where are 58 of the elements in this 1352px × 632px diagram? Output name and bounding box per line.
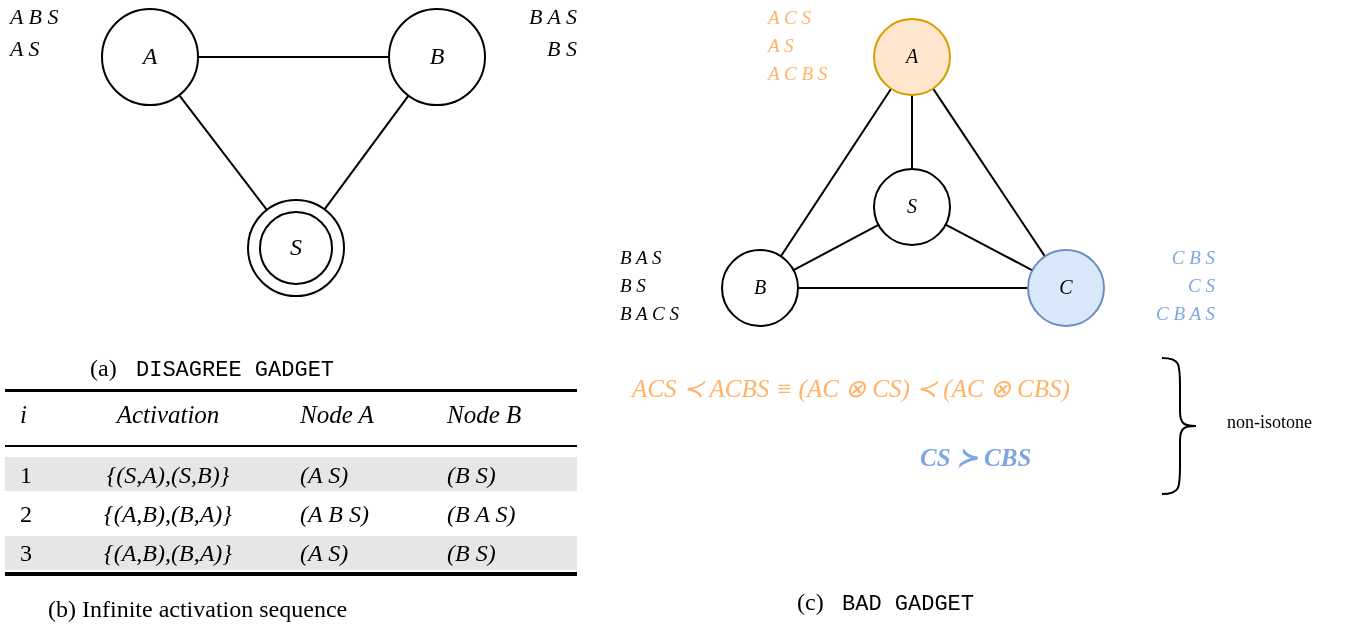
node-label: A bbox=[140, 42, 159, 70]
path-preference-label: A S bbox=[768, 36, 794, 55]
table-cell-text: (B A S) bbox=[447, 500, 516, 529]
edge-line bbox=[932, 87, 1046, 258]
path-preference-label: A C B S bbox=[768, 64, 828, 83]
path-preference-label: A S bbox=[10, 38, 40, 60]
path-preference-label: B S bbox=[620, 276, 646, 295]
table-header: Activation bbox=[114, 400, 221, 430]
caption-label: (a) bbox=[90, 355, 117, 382]
node-label: A bbox=[904, 45, 920, 68]
path-preference-label: B S bbox=[547, 38, 577, 60]
table-cell-text: 3 bbox=[20, 539, 32, 568]
table-cell-text: (A B S) bbox=[300, 500, 369, 529]
caption-label: (c) bbox=[797, 589, 824, 616]
path-preference-label: B A S bbox=[620, 248, 662, 267]
caption: (b) Infinite activation sequence bbox=[48, 596, 348, 623]
edge-line bbox=[323, 94, 410, 211]
caption-text: BAD GADGET bbox=[842, 592, 975, 617]
path-preference-label: A C S bbox=[768, 8, 811, 27]
path-preference-label: A B S bbox=[10, 6, 59, 28]
formula: CS ≻ CBS bbox=[920, 443, 1032, 472]
formula: ACS ≺ ACBS ≡ (AC ⊗ CS) ≺ (AC ⊗ CBS) bbox=[632, 374, 1070, 403]
table-cell-text: 2 bbox=[20, 500, 32, 529]
path-preference-label: B A S bbox=[528, 6, 577, 28]
table-cell-text: (A S) bbox=[300, 461, 349, 490]
node-label: S bbox=[906, 195, 918, 218]
edge-line bbox=[178, 94, 268, 211]
table-cell-text: (B S) bbox=[447, 461, 496, 490]
path-preference-label: C S bbox=[1188, 276, 1215, 295]
table-header: Node B bbox=[447, 400, 522, 430]
table-cell-text: {(S,A),(S,B)} bbox=[105, 461, 231, 490]
path-preference-label: B A C S bbox=[620, 304, 679, 323]
double-circle-node bbox=[246, 198, 346, 298]
node-label: C bbox=[1058, 276, 1074, 299]
circle-node bbox=[100, 7, 200, 107]
table-cell-text: {(A,B),(B,A)} bbox=[103, 500, 233, 529]
annotation: non-isotone bbox=[1227, 412, 1312, 433]
node-label: S bbox=[289, 233, 303, 261]
edge-line bbox=[779, 87, 893, 258]
circle-node bbox=[1026, 248, 1106, 328]
path-preference-label: C B S bbox=[1171, 248, 1215, 267]
circle-node bbox=[872, 167, 952, 247]
path-preference-label: C B A S bbox=[1156, 304, 1215, 323]
circle-node bbox=[387, 7, 487, 107]
table-cell-text: (B S) bbox=[447, 539, 496, 568]
table-cell-text: (A S) bbox=[300, 539, 349, 568]
node-label: B bbox=[428, 42, 446, 70]
table-cell-text: {(A,B),(B,A)} bbox=[103, 539, 233, 568]
node-label: B bbox=[752, 276, 768, 299]
edge-line bbox=[792, 223, 880, 272]
edge-line bbox=[944, 223, 1034, 272]
circle-node bbox=[720, 248, 800, 328]
table-cell-text: 1 bbox=[20, 461, 32, 490]
circle-node bbox=[872, 17, 952, 97]
table-header: i bbox=[20, 400, 27, 430]
table-header: Node A bbox=[300, 400, 374, 430]
caption-text: DISAGREE GADGET bbox=[136, 358, 335, 383]
edge-line bbox=[911, 94, 913, 170]
